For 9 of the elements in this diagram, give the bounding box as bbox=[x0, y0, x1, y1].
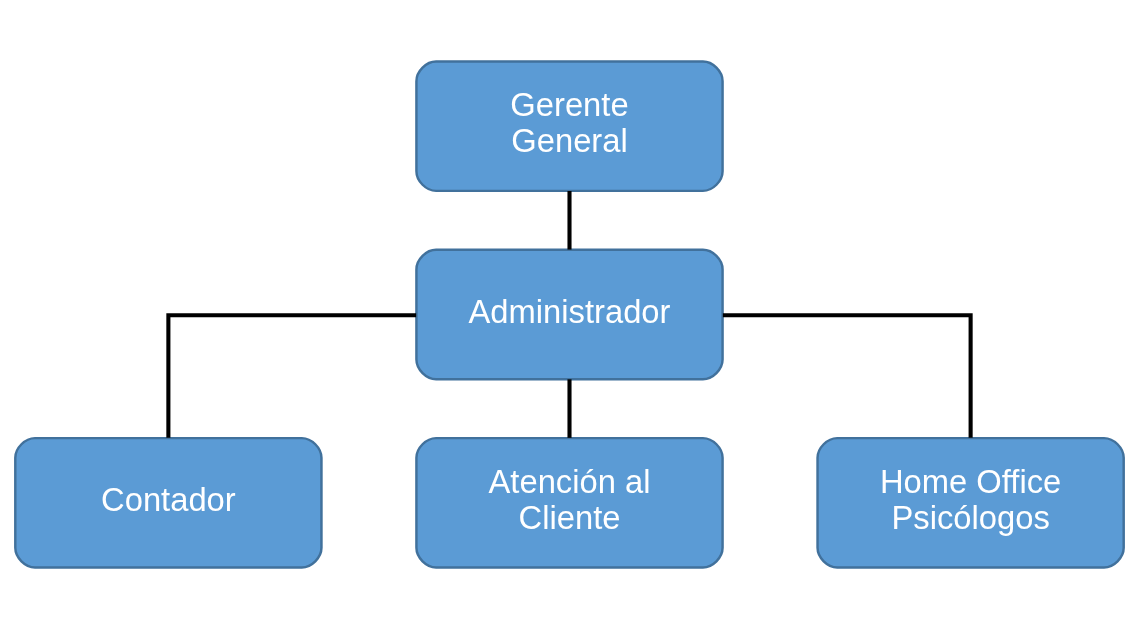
node-box: Atención al Cliente bbox=[415, 436, 724, 569]
node-box: Contador bbox=[14, 436, 323, 569]
connector bbox=[567, 190, 572, 250]
node-box: Administrador bbox=[415, 248, 724, 380]
connector bbox=[166, 312, 417, 438]
node-box: Home Office Psicólogos bbox=[816, 436, 1125, 569]
connector bbox=[567, 378, 572, 438]
node-box: Gerente General bbox=[415, 59, 724, 192]
connector bbox=[722, 312, 973, 438]
